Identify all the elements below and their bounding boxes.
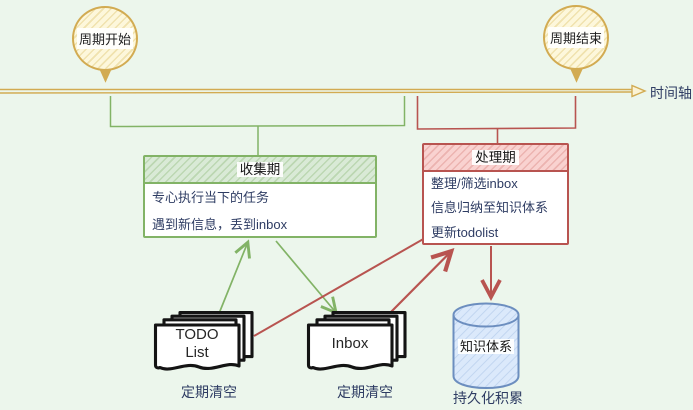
processing-period-header: 处理期: [424, 145, 567, 172]
timeline-label: 时间轴: [650, 85, 692, 101]
collection-row-2: 遇到新信息，丢到inbox: [152, 217, 288, 232]
collection-period-bracket: [109, 96, 406, 128]
cycle-end-node: 周期结束: [543, 5, 609, 70]
todo-stack-label: TODO List: [175, 326, 219, 361]
todo-caption: 定期清空: [181, 384, 237, 400]
edge-inbox-to-processing: [388, 248, 455, 315]
processing-period-title: 处理期: [472, 150, 519, 165]
timeline-axis: [0, 84, 647, 98]
knowledge-db-label: 知识体系: [457, 339, 514, 354]
collection-row-1: 专心执行当下的任务: [152, 190, 270, 205]
processing-row-3: 更新todolist: [431, 224, 499, 240]
edge-processing-to-todo: [253, 236, 427, 337]
inbox-stack-icon: [306, 311, 407, 371]
processing-period-box: 处理期 整理/筛选inbox 信息归纳至知识体系 更新todolist: [422, 143, 569, 245]
inbox-stack-label: Inbox: [331, 335, 369, 352]
edge-collection-to-inbox: [275, 240, 339, 316]
processing-row-1: 整理/筛选inbox: [431, 176, 518, 191]
processing-row-2: 信息归纳至知识体系: [431, 200, 549, 216]
collection-period-box: 收集期 专心执行当下的任务 遇到新信息，丢到inbox: [143, 155, 377, 238]
cycle-start-node: 周期开始: [72, 6, 138, 71]
collection-period-header: 收集期: [145, 157, 375, 184]
inbox-caption: 定期清空: [337, 384, 393, 400]
cycle-end-label: 周期结束: [547, 27, 604, 48]
edge-todo-to-collection: [217, 239, 251, 317]
collection-period-title: 收集期: [236, 162, 284, 177]
todo-stack-icon: [153, 311, 254, 371]
knowledge-caption: 持久化积累: [453, 390, 523, 406]
timeline-arrowhead: [631, 84, 647, 98]
cycle-start-label: 周期开始: [76, 28, 133, 49]
processing-period-bracket: [416, 96, 577, 130]
